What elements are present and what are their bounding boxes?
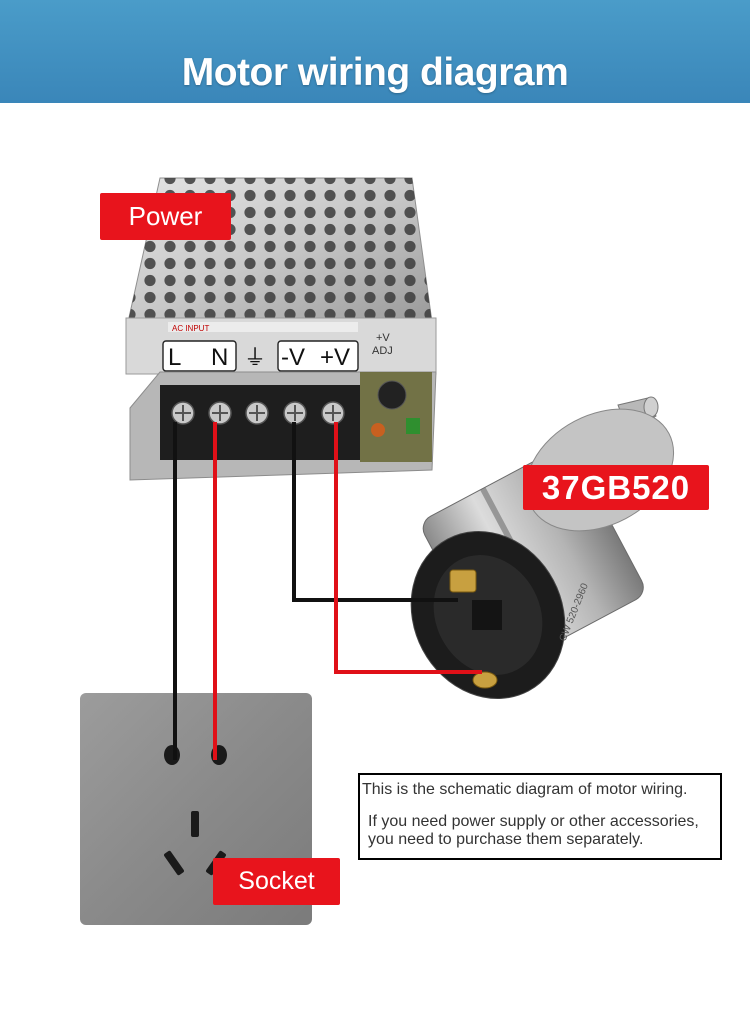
terminal-labels: L N ⏚ -V +V (168, 344, 350, 371)
psu-adj-text: ADJ (372, 345, 393, 357)
motor-terminal-top (449, 569, 477, 593)
terminal-label-minus-v: -V (281, 344, 305, 371)
note-line-1: This is the schematic diagram of motor w… (362, 781, 688, 798)
wire-red-plus-v (334, 422, 482, 674)
terminal-label-n: N (211, 344, 228, 371)
power-label: Power (100, 193, 231, 240)
terminal-screws (171, 401, 345, 425)
wire-black-minus-v (292, 422, 458, 602)
note-line-2: If you need power supply or other access… (368, 813, 699, 848)
power-supply: AC INPUT +V ADJ L N ⏚ -V +V (125, 177, 437, 481)
wires (173, 422, 482, 760)
psu-ac-input-text: AC INPUT (172, 324, 209, 333)
psu-capacitor (377, 380, 407, 410)
socket-slot-top (191, 811, 199, 837)
header-banner: Motor wiring diagram (0, 0, 750, 103)
socket-slot-left (164, 850, 184, 876)
ground-icon: ⏚ (244, 345, 266, 370)
motor-terminal-bottom (472, 671, 498, 689)
socket-hole-left (164, 745, 180, 765)
page-title: Motor wiring diagram (181, 51, 569, 94)
motor-model-label: 37GB520 (523, 465, 709, 510)
socket-label: Socket (213, 858, 340, 905)
psu-adj-plus-text: +V (376, 332, 390, 344)
terminal-label-plus-v: +V (320, 344, 350, 371)
terminal-label-box-ln (162, 340, 237, 372)
terminal-label-l: L (168, 344, 181, 371)
note-box: This is the schematic diagram of motor w… (358, 773, 722, 860)
terminal-label-box-v (277, 340, 359, 372)
